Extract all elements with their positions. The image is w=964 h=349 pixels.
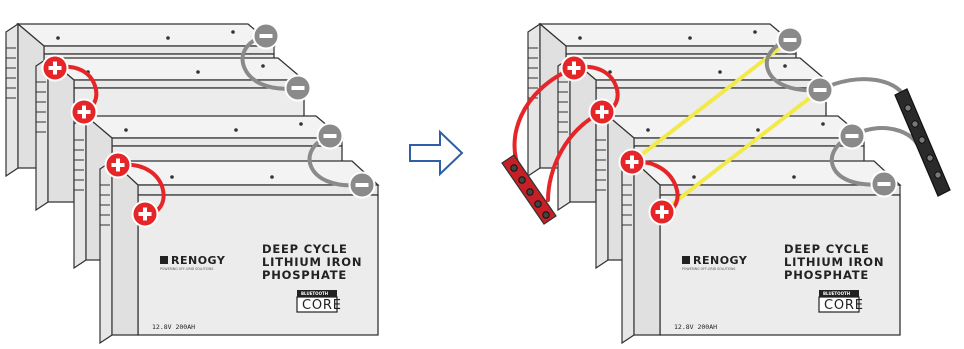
- positive-terminal-icon: [620, 150, 645, 175]
- positive-terminal-icon: [562, 56, 587, 81]
- busbar-negative: [895, 89, 950, 196]
- negative-terminal-icon: [350, 173, 375, 198]
- core-label: CORE: [824, 298, 864, 313]
- title-line-3: PHOSPHATE: [784, 268, 869, 282]
- spec-label: 12.8V 200AH: [152, 323, 195, 331]
- panel-after: RENOGY POWERING OFF-GRID SOLUTIONS DEEP …: [502, 24, 950, 343]
- core-label: CORE: [302, 298, 342, 313]
- positive-terminal-icon: [106, 153, 131, 178]
- negative-terminal-icon: [286, 76, 311, 101]
- title-line-2: LITHIUM IRON: [262, 255, 362, 269]
- renogy-logo-icon: [160, 256, 168, 264]
- positive-terminal-icon: [590, 100, 615, 125]
- arrow-right-icon: [410, 132, 462, 174]
- brand-label: RENOGY: [693, 254, 748, 267]
- battery-front-2: RENOGY POWERING OFF-GRID SOLUTIONS DEEP …: [100, 161, 378, 343]
- positive-terminal-icon: [43, 56, 68, 81]
- spec-label: 12.8V 200AH: [674, 323, 717, 331]
- brand-label: RENOGY: [171, 254, 226, 267]
- positive-terminal-icon: [650, 200, 675, 225]
- positive-terminal-icon: [72, 100, 97, 125]
- bluetooth-label: BLUETOOTH: [301, 291, 328, 296]
- title-line-3: PHOSPHATE: [262, 268, 347, 282]
- renogy-logo-icon: [682, 256, 690, 264]
- title-line-2: LITHIUM IRON: [784, 255, 884, 269]
- negative-terminal-icon: [808, 78, 833, 103]
- brand-tagline: POWERING OFF-GRID SOLUTIONS: [682, 267, 735, 271]
- negative-terminal-icon: [840, 124, 865, 149]
- title-line-1: DEEP CYCLE: [784, 242, 870, 256]
- panel-before: RENOGY POWERING OFF-GRID SOLUTIONS DEEP …: [6, 24, 378, 344]
- bluetooth-label: BLUETOOTH: [823, 291, 850, 296]
- negative-terminal-icon: [254, 24, 279, 49]
- battery-front-2: RENOGY POWERING OFF-GRID SOLUTIONS DEEP …: [622, 161, 900, 343]
- brand-tagline: POWERING OFF-GRID SOLUTIONS: [160, 267, 213, 271]
- negative-terminal-icon: [872, 172, 897, 197]
- negative-terminal-icon: [778, 28, 803, 53]
- positive-terminal-icon: [133, 202, 158, 227]
- negative-terminal-icon: [318, 124, 343, 149]
- title-line-1: DEEP CYCLE: [262, 242, 348, 256]
